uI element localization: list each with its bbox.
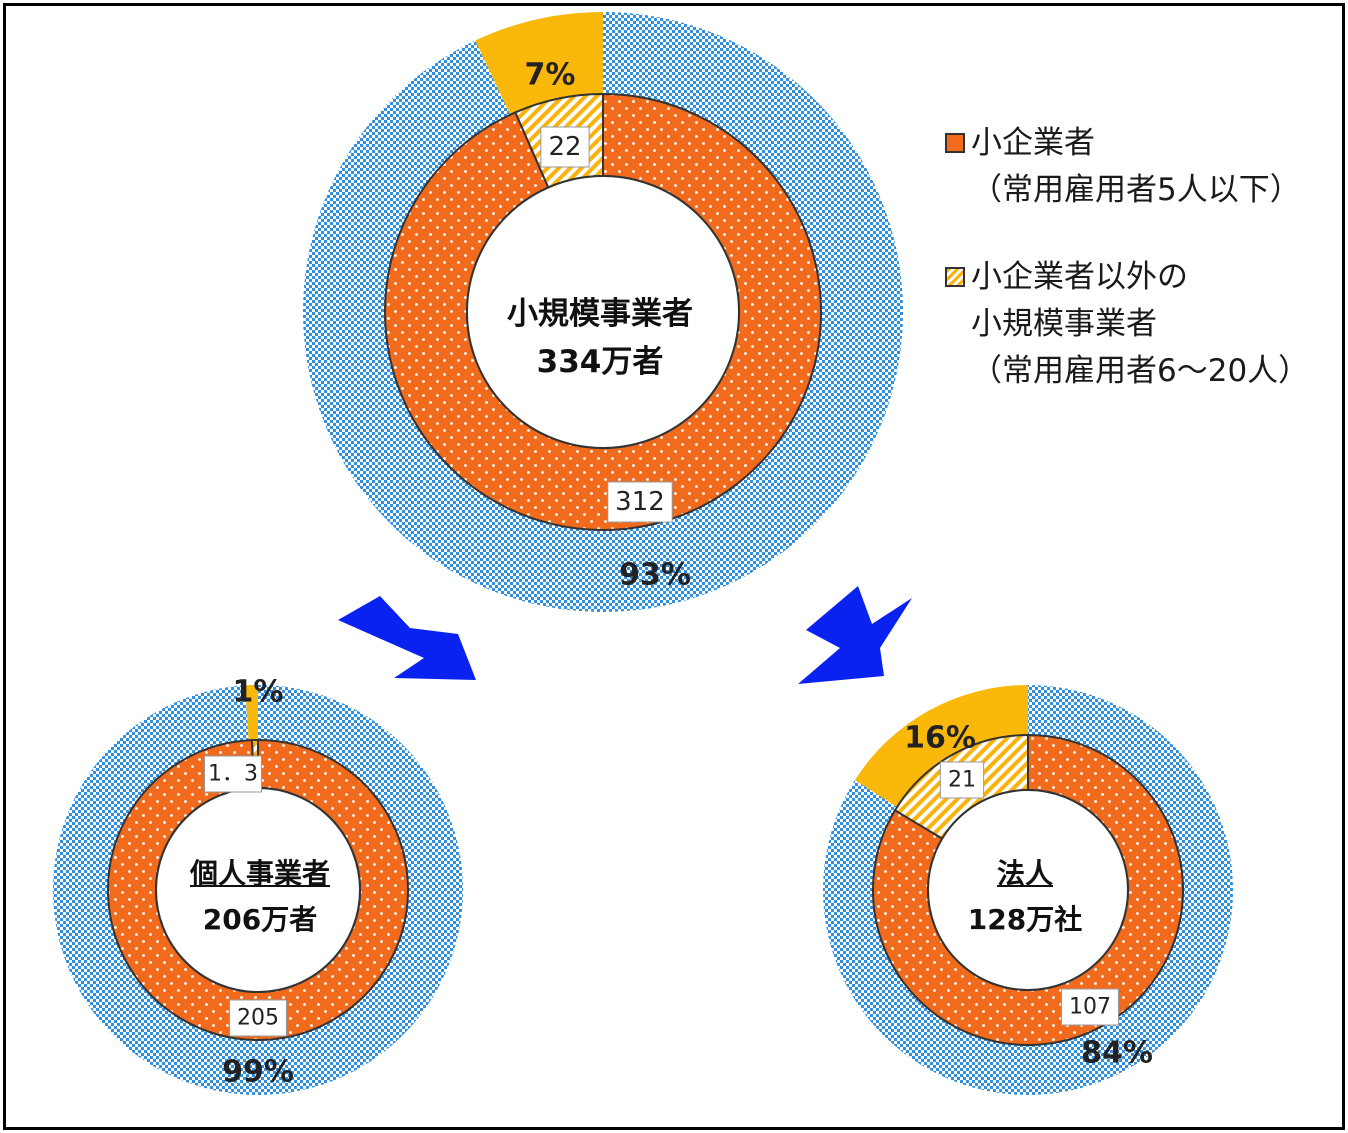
- inner-value-label: 22: [548, 132, 581, 162]
- legend-item-small-enterprise: 小企業者 （常用雇用者5人以下）: [945, 120, 1309, 214]
- outer-percent-label: 16%: [904, 721, 976, 756]
- inner-value-label: 312: [615, 487, 665, 517]
- center-total-corporation: 128万社: [967, 903, 1083, 936]
- outer-slice-other-small: [854, 684, 1028, 807]
- outer-slice-other-small: [245, 685, 258, 741]
- inner-value-label: 107: [1069, 995, 1111, 1020]
- outer-percent-label: 93%: [619, 558, 691, 593]
- inner-value-label-box: [607, 481, 673, 523]
- legend-label: 小企業者以外の: [971, 259, 1188, 295]
- inner-value-label: 1．3: [208, 762, 258, 787]
- donut-hole: [927, 789, 1129, 991]
- inner-value-label: 205: [237, 1006, 279, 1031]
- legend: 小企業者 （常用雇用者5人以下） 小企業者以外の 小規模事業者 （常用雇用者6～…: [945, 120, 1309, 395]
- center-title-sole-proprietor: 個人事業者: [189, 857, 330, 890]
- donut-hole: [466, 175, 740, 449]
- outer-percent-label: 7%: [525, 58, 576, 93]
- center-title-corporation: 法人: [996, 857, 1053, 890]
- outer-percent-label: 84%: [1081, 1036, 1153, 1071]
- outer-slice-other-small: [475, 12, 603, 115]
- figure-frame: [3, 3, 1345, 1130]
- center-total-small-business: 334万者: [536, 344, 664, 380]
- legend-swatch-hatch: [945, 267, 965, 287]
- legend-item-other-small: 小企業者以外の 小規模事業者 （常用雇用者6～20人）: [945, 254, 1309, 395]
- center-total-sole-proprietor: 206万者: [202, 903, 318, 936]
- inner-value-label-box: [540, 126, 590, 168]
- legend-swatch-orange: [945, 133, 965, 153]
- outer-percent-label: 1%: [233, 675, 284, 710]
- center-title-small-business: 小規模事業者: [507, 296, 693, 332]
- legend-label: 小企業者: [971, 125, 1095, 161]
- arrow-left: [338, 596, 476, 680]
- inner-value-label-box: [939, 761, 985, 799]
- arrow-right: [798, 586, 912, 684]
- outer-percent-label: 99%: [222, 1055, 294, 1090]
- inner-value-label-box: [229, 999, 287, 1037]
- legend-label-line2: 小規模事業者: [971, 306, 1157, 342]
- inner-value-label-box: [204, 755, 262, 793]
- inner-value-label: 21: [948, 768, 976, 793]
- legend-sublabel: （常用雇用者5人以下）: [971, 172, 1301, 208]
- legend-sublabel: （常用雇用者6～20人）: [971, 353, 1310, 389]
- inner-value-label-box: [1061, 988, 1119, 1026]
